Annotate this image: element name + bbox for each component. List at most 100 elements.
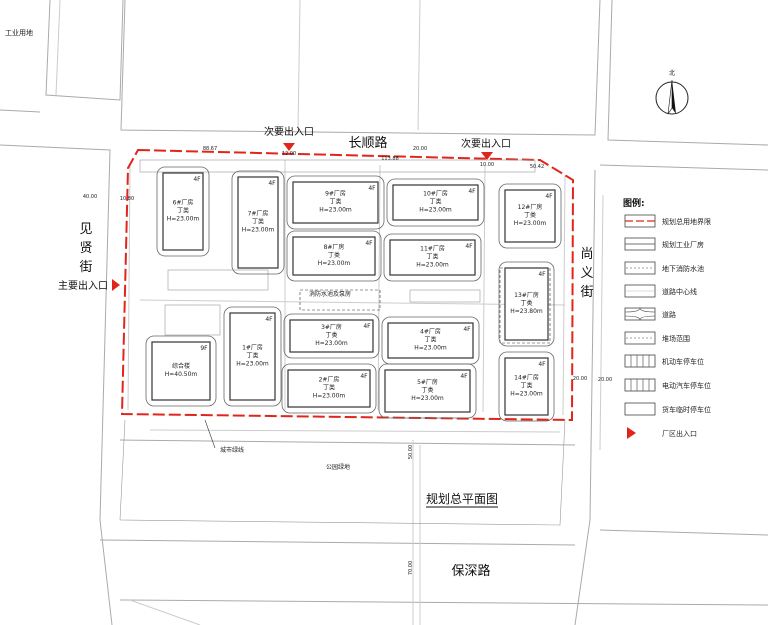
dimension-label: 10.80 bbox=[120, 196, 134, 202]
building-height: H=23.00m bbox=[236, 361, 269, 368]
main-entrance-label: 主要出入口 bbox=[58, 279, 108, 292]
building-outline bbox=[504, 357, 549, 416]
building-yard bbox=[286, 175, 385, 230]
legend-label: 堆场范围 bbox=[662, 334, 690, 343]
building-class: 丁类 bbox=[520, 299, 532, 307]
green-line-leader bbox=[204, 419, 216, 449]
building-yard bbox=[498, 183, 562, 249]
building-name: 9#厂房 bbox=[325, 190, 346, 198]
legend-label: 机动车停车位 bbox=[662, 357, 704, 366]
dimension-label: 20.00 bbox=[598, 377, 612, 383]
building-yard bbox=[281, 363, 377, 414]
building-floors: 4F bbox=[193, 176, 201, 183]
building-height: H=23.00m bbox=[510, 391, 543, 398]
building-outline bbox=[287, 369, 371, 408]
building-outline bbox=[292, 181, 379, 224]
building-yard bbox=[283, 313, 380, 359]
building-class: 丁类 bbox=[325, 331, 337, 339]
dimension-labels: 88.67 12.00 113.88 20.00 10.00 50.42 40.… bbox=[83, 146, 612, 575]
building-yard bbox=[231, 170, 285, 275]
road-name-shangyi: 尚 bbox=[580, 247, 593, 262]
building-height: H=40.50m bbox=[165, 371, 198, 378]
building-class: 丁类 bbox=[246, 352, 258, 360]
building-floors: 4F bbox=[468, 188, 476, 195]
building-floors: 4F bbox=[368, 185, 376, 192]
dimension-label: 10.00 bbox=[480, 162, 494, 168]
building-name: 8#厂房 bbox=[324, 243, 345, 251]
dimension-label: 70.00 bbox=[408, 561, 414, 575]
road-name-jianxian: 见 bbox=[79, 222, 92, 237]
building-yard bbox=[386, 178, 485, 227]
building-outline bbox=[387, 322, 474, 359]
building-height: H=23.00m bbox=[319, 207, 352, 214]
building-outline bbox=[162, 172, 204, 251]
building-class: 丁类 bbox=[329, 198, 341, 206]
building-name: 2#厂房 bbox=[319, 376, 340, 384]
legend-item: 规划工业厂房 bbox=[624, 237, 704, 251]
building-outline bbox=[389, 239, 476, 276]
building-height: H=23.00m bbox=[315, 340, 348, 347]
thin-line-icon bbox=[624, 284, 656, 298]
building-height: H=23.00m bbox=[318, 260, 351, 267]
building-name: 10#厂房 bbox=[423, 190, 448, 198]
legend-item: 货车临时停车位 bbox=[624, 402, 711, 416]
building-floors: 4F bbox=[538, 361, 546, 368]
red-dash-line-icon bbox=[624, 214, 656, 228]
building-floors: 4F bbox=[363, 323, 371, 330]
dimension-label: 50.00 bbox=[408, 445, 414, 459]
legend-item: 电动汽车停车位 bbox=[624, 378, 711, 392]
building-height: H=23.00m bbox=[514, 220, 547, 227]
dimension-label: 12.00 bbox=[282, 151, 296, 157]
building-yard bbox=[145, 335, 217, 407]
legend-label: 货车临时停车位 bbox=[662, 405, 711, 414]
building-name: 13#厂房 bbox=[514, 291, 539, 299]
building-name: 14#厂房 bbox=[514, 374, 539, 382]
north-label: 北 bbox=[669, 69, 675, 77]
building-floors: 4F bbox=[360, 373, 368, 380]
road-name-shangyi: 街 bbox=[580, 285, 593, 300]
building-yard bbox=[498, 351, 555, 422]
building-height: H=23.00m bbox=[414, 345, 447, 352]
legend-item: 机动车停车位 bbox=[624, 354, 704, 368]
building-height: H=23.00m bbox=[416, 262, 449, 269]
building-name: 5#厂房 bbox=[417, 378, 438, 386]
dimension-label: 50.42 bbox=[530, 164, 544, 170]
parking-stalls-icon bbox=[624, 354, 656, 368]
building-name: 7#厂房 bbox=[248, 210, 269, 218]
park-label: 公园绿地 bbox=[326, 463, 350, 471]
plan-title: 规划总平面图 bbox=[426, 491, 498, 506]
buildings: 4F6#厂房丁类H=23.00m4F7#厂房丁类H=23.00m4F9#厂房丁类… bbox=[145, 166, 562, 422]
road-name-shangyi: 义 bbox=[580, 266, 593, 281]
double-line-icon bbox=[624, 237, 656, 251]
legend-label: 地下消防水池 bbox=[662, 264, 704, 273]
green-line-label: 城市绿线 bbox=[220, 446, 244, 454]
building-floors: 4F bbox=[365, 240, 373, 247]
building-name: 综合楼 bbox=[172, 362, 190, 370]
entrance-triangle-icon bbox=[112, 279, 120, 291]
dimension-label: 88.67 bbox=[203, 146, 217, 152]
dimension-label: 20.00 bbox=[573, 376, 587, 382]
building-height: H=23.00m bbox=[313, 393, 346, 400]
legend-item: 规划总用地界限 bbox=[624, 214, 711, 228]
building-class: 丁类 bbox=[323, 384, 335, 392]
road-name-changshun: 长顺路 bbox=[348, 135, 387, 151]
building-yard bbox=[286, 230, 382, 282]
building-outline bbox=[292, 236, 376, 276]
legend-item: 地下消防水池 bbox=[624, 261, 704, 275]
legend-label: 电动汽车停车位 bbox=[662, 381, 711, 390]
